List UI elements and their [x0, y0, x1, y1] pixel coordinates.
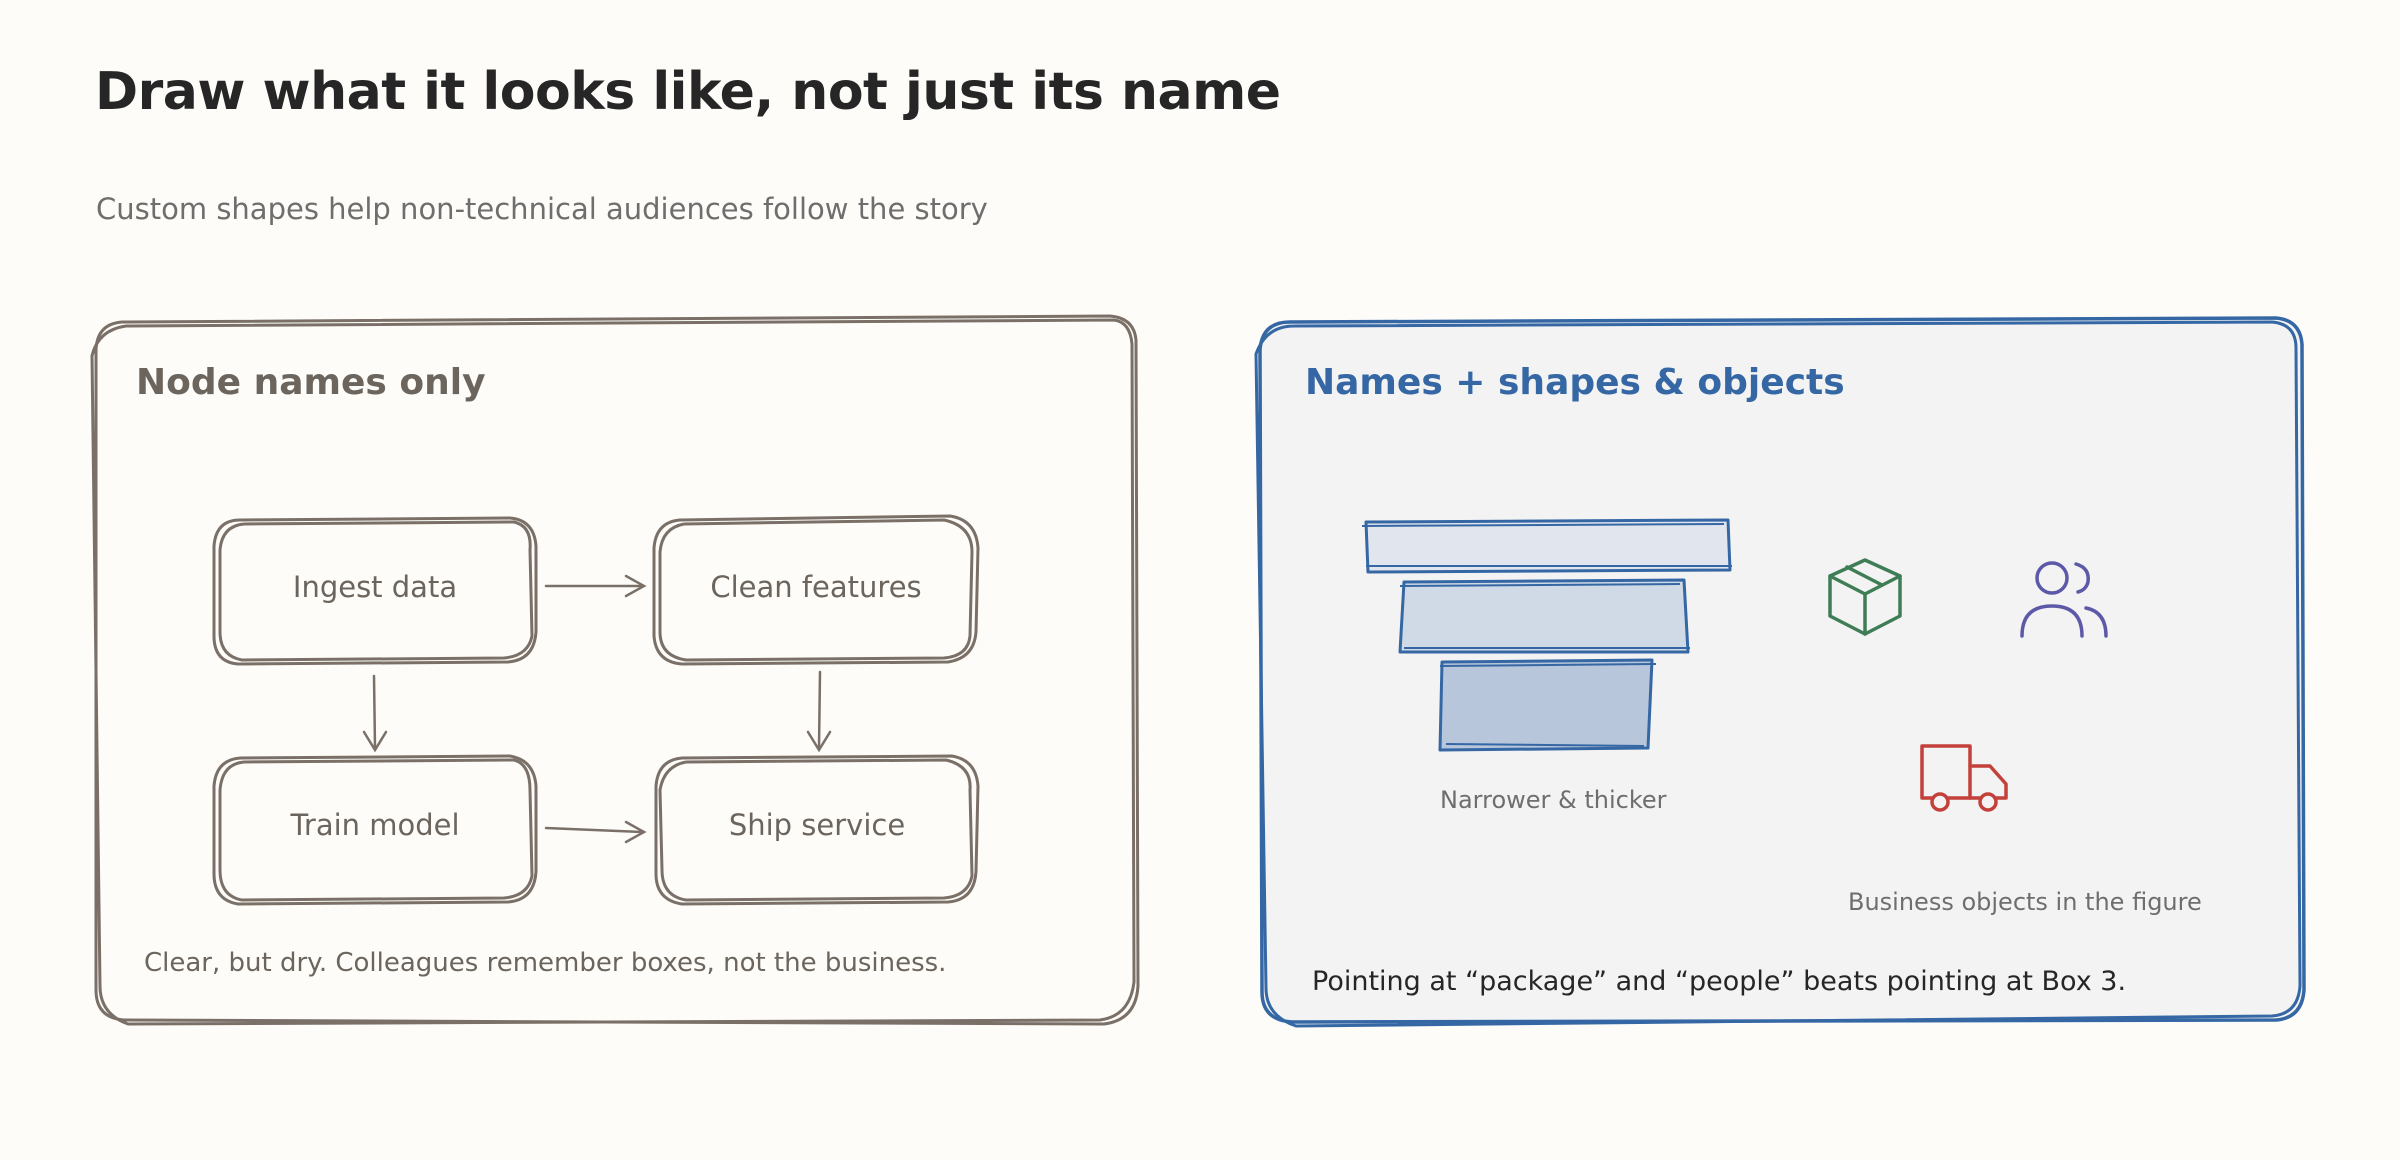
people-icon	[2020, 561, 2108, 638]
node-ingest-box	[212, 516, 538, 666]
right-panel-title: Names + shapes & objects	[1305, 362, 1845, 403]
node-label-ingest: Ingest data	[292, 570, 458, 604]
node-train-box	[212, 754, 538, 906]
node-label-ship: Ship service	[728, 808, 906, 842]
page-subtitle: Custom shapes help non-technical audienc…	[96, 192, 988, 226]
node-ship-box	[654, 754, 980, 906]
funnel	[1361, 518, 1732, 752]
node-label-clean: Clean features	[710, 570, 922, 604]
node-label-train: Train model	[290, 808, 460, 842]
arrows	[362, 574, 832, 844]
package-icon	[1828, 558, 1902, 636]
left-panel-frame	[90, 314, 1140, 1026]
truck-icon	[1920, 744, 2008, 812]
node-clean-box	[652, 514, 980, 666]
right-panel-note: Pointing at “package” and “people” beats…	[1312, 966, 2127, 997]
page-title: Draw what it looks like, not just its na…	[95, 62, 1281, 122]
objects-caption: Business objects in the figure	[1848, 888, 2202, 916]
right-panel-frame	[1254, 316, 2306, 1028]
left-panel-note: Clear, but dry. Colleagues remember boxe…	[144, 948, 947, 978]
funnel-caption: Narrower & thicker	[1440, 786, 1667, 814]
left-panel-title: Node names only	[136, 362, 486, 403]
